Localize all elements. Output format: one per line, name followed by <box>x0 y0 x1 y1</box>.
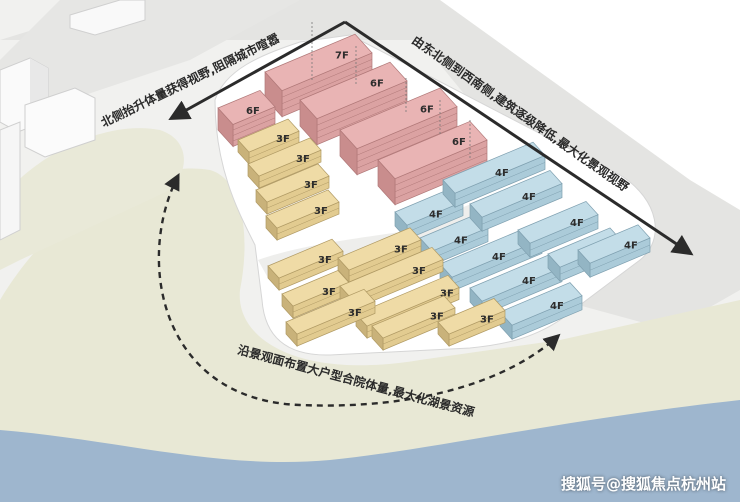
floor-label: 6F <box>420 104 434 115</box>
floor-label: 4F <box>495 168 509 179</box>
floor-label: 4F <box>429 210 443 221</box>
floor-label: 3F <box>348 308 362 319</box>
floor-label: 6F <box>246 106 260 117</box>
lake <box>0 400 740 502</box>
floor-label: 3F <box>412 266 426 277</box>
floor-label: 3F <box>394 244 408 255</box>
floor-label: 4F <box>550 301 564 312</box>
building-yellow-5: 3F <box>237 118 300 166</box>
floor-label: 3F <box>304 180 318 191</box>
building-pink-2: 6F <box>299 61 408 146</box>
floor-label: 4F <box>492 252 506 263</box>
floor-label: 3F <box>318 255 332 266</box>
floor-label: 3F <box>296 154 310 165</box>
floor-label: 4F <box>624 241 638 252</box>
floor-label: 3F <box>322 287 336 298</box>
existing-buildings <box>0 0 146 241</box>
floor-label: 7F <box>335 51 349 62</box>
floor-label: 4F <box>570 218 584 229</box>
floor-label: 4F <box>522 276 536 287</box>
floor-label: 6F <box>370 79 384 90</box>
floor-label: 4F <box>522 192 536 203</box>
east-arrow <box>344 20 694 256</box>
floor-label: 3F <box>480 314 494 325</box>
floor-label: 3F <box>314 206 328 217</box>
east-plaza <box>440 0 740 210</box>
lawn-left <box>0 128 184 270</box>
building-blue-18: 4F <box>577 224 651 279</box>
watermark: 搜狐号@搜狐焦点杭州站 <box>560 475 726 493</box>
floor-label: 3F <box>276 134 290 145</box>
landscape-arc <box>157 173 561 407</box>
floor-label: 4F <box>454 236 468 247</box>
floor-label: 6F <box>452 137 466 148</box>
north-arrow <box>168 20 346 121</box>
building-pink-1: 6F <box>217 89 276 148</box>
building-pink-3: 6F <box>339 87 458 176</box>
